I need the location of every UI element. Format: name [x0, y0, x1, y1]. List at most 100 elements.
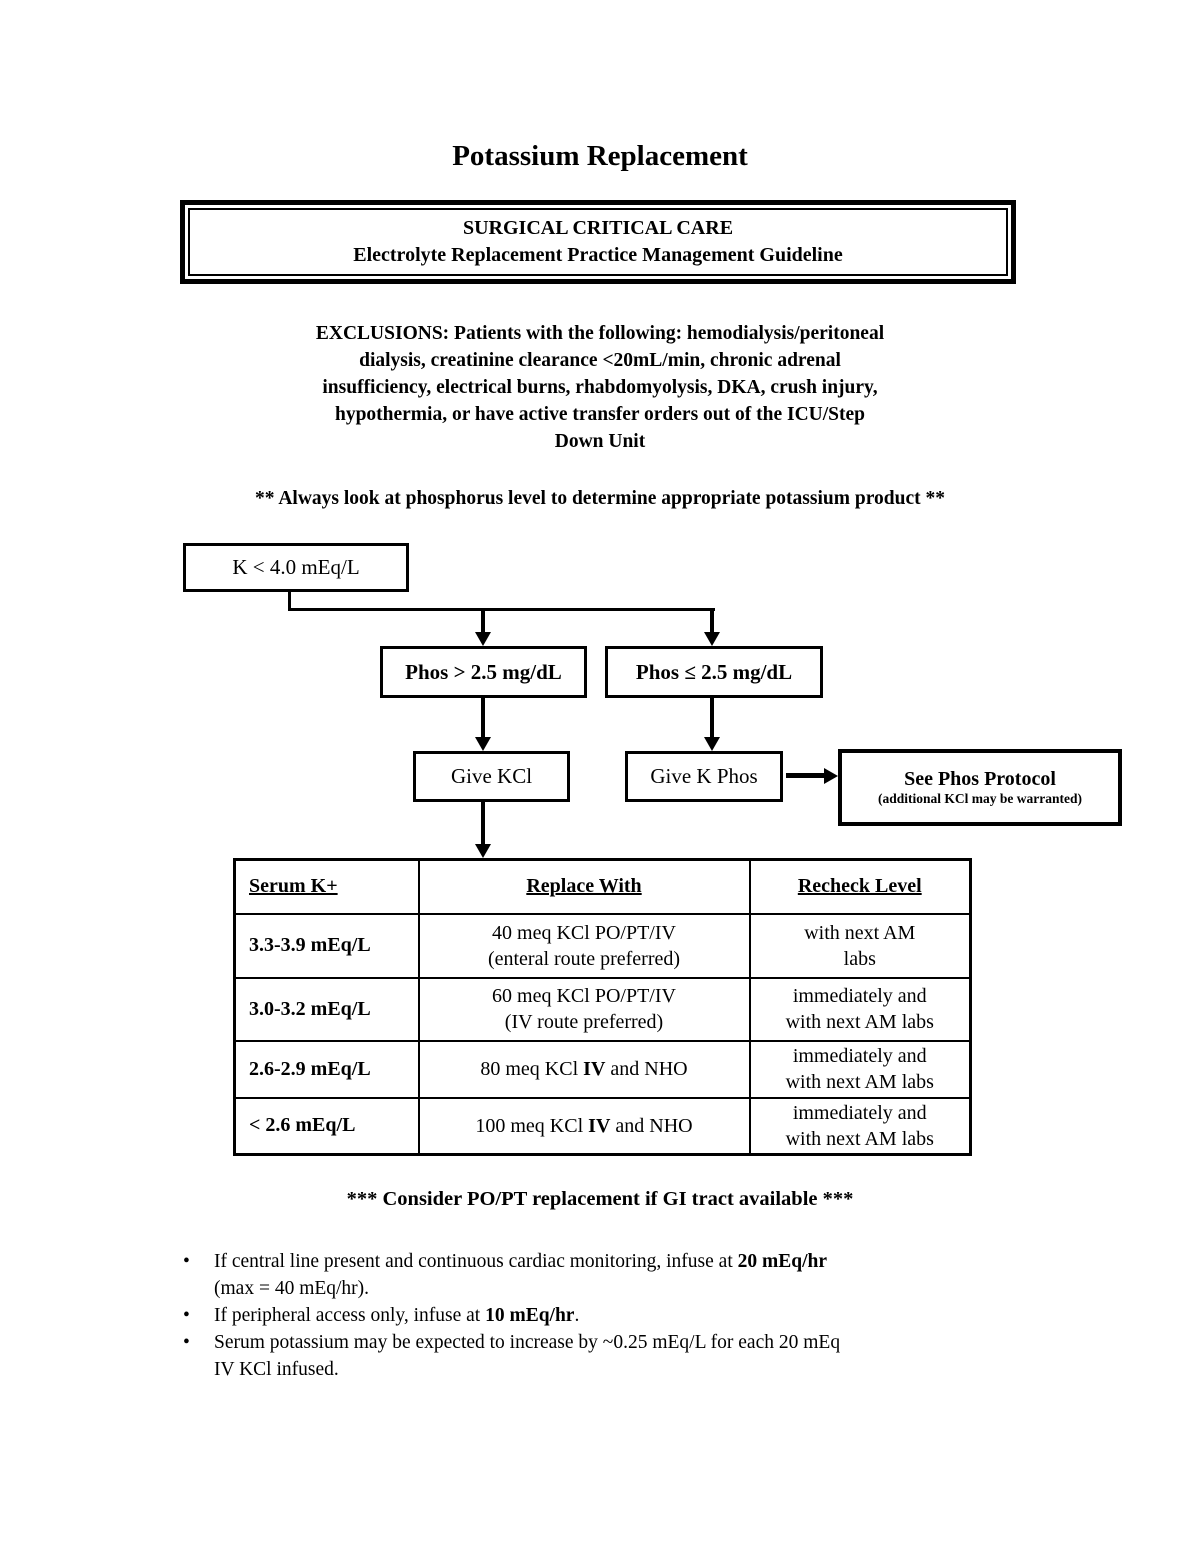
recheck-level-cell: with next AM labs: [748, 912, 972, 979]
bullet-text: If peripheral access only, infuse at 10 …: [214, 1302, 983, 1329]
text: 40 meq KCl PO/PT/IV: [492, 921, 676, 944]
exclusions-line: insufficiency, electrical burns, rhabdom…: [322, 377, 878, 398]
bold-text: IV: [583, 1058, 606, 1080]
recheck-level-cell: immediately and with next AM labs: [748, 976, 972, 1042]
exclusions-line: hypothermia, or have active transfer ord…: [334, 404, 866, 425]
replace-with-cell: 80 meq KCl IV and NHO: [417, 1039, 751, 1099]
bullet-item: • If central line present and continuous …: [183, 1248, 983, 1302]
arrow-shaft: [481, 802, 485, 845]
bullet-line: If central line present and continuous c…: [214, 1248, 983, 1275]
guideline-header-inner: SURGICAL CRITICAL CARE Electrolyte Repla…: [188, 208, 1008, 276]
text: and NHO: [610, 1114, 693, 1137]
recheck-level-cell: immediately and with next AM labs: [748, 1096, 972, 1155]
serum-k-cell: < 2.6 mEq/L: [233, 1096, 420, 1155]
text: IV KCl infused.: [214, 1359, 339, 1380]
text: 60 meq KCl PO/PT/IV: [492, 985, 676, 1007]
text: with next AM labs: [785, 1071, 934, 1093]
exclusions-line: dialysis, creatinine clearance <20mL/min…: [359, 350, 841, 371]
text: labs: [843, 947, 876, 970]
cell-line: with next AM labs: [752, 1126, 969, 1152]
cell-line: with next AM labs: [752, 1009, 969, 1035]
infusion-notes-list: • If central line present and continuous …: [183, 1248, 983, 1383]
bullet-icon: •: [183, 1305, 190, 1326]
text: and NHO: [605, 1058, 688, 1080]
cell-line: with next AM: [752, 920, 969, 946]
arrow-shaft: [786, 773, 826, 778]
arrow-shaft: [710, 610, 714, 633]
phosphorus-note: ** Always look at phosphorus level to de…: [255, 488, 945, 509]
cell-line: immediately and: [752, 1043, 969, 1069]
arrow-down-icon: [475, 737, 491, 751]
page-title: Potassium Replacement: [452, 140, 748, 172]
bullet-item: • If peripheral access only, infuse at 10…: [183, 1302, 983, 1329]
cell-line: immediately and: [752, 1100, 969, 1126]
flowchart-give-kcl-box: Give KCl: [413, 751, 570, 802]
text: immediately and: [792, 985, 927, 1007]
potassium-dosing-table: Serum K+ Replace With Recheck Level 3.3-…: [233, 858, 972, 1156]
bold-text: 10 mEq/hr: [485, 1305, 575, 1326]
cell-line: 60 meq KCl PO/PT/IV: [421, 983, 748, 1009]
arrow-down-icon: [475, 844, 491, 858]
serum-k-cell: 2.6-2.9 mEq/L: [233, 1039, 420, 1099]
bullet-text: If central line present and continuous c…: [214, 1248, 983, 1302]
column-header-replace-with: Replace With: [417, 858, 751, 915]
replace-with-cell: 100 meq KCl IV and NHO: [417, 1096, 751, 1155]
cell-line: (enteral route preferred): [421, 946, 748, 972]
see-phos-title: See Phos Protocol: [904, 768, 1056, 790]
exclusions-paragraph: EXCLUSIONS: Patients with the following:…: [240, 320, 960, 455]
bullet-icon: •: [183, 1251, 190, 1272]
column-header-recheck-level: Recheck Level: [748, 858, 972, 915]
bullet-item: • Serum potassium may be expected to incr…: [183, 1329, 983, 1383]
flowchart-phos-low-box: Phos ≤ 2.5 mg/dL: [605, 646, 823, 698]
bullet-line: Serum potassium may be expected to incre…: [214, 1329, 983, 1356]
cell-line: 100 meq KCl IV and NHO: [421, 1113, 748, 1139]
table-row: 3.3-3.9 mEq/L 40 meq KCl PO/PT/IV (enteral…: [233, 912, 972, 979]
flowchart-k-box: K < 4.0 mEq/L: [183, 543, 409, 592]
connector-line: [288, 608, 715, 611]
see-phos-subtitle: (additional KCl may be warranted): [878, 791, 1082, 806]
text: immediately and: [792, 1045, 927, 1067]
cell-line: immediately and: [752, 983, 969, 1009]
consider-note: *** Consider PO/PT replacement if GI tra…: [346, 1188, 854, 1210]
text: If central line present and continuous c…: [214, 1251, 738, 1272]
serum-k-cell: 3.0-3.2 mEq/L: [233, 976, 420, 1042]
table-header-row: Serum K+ Replace With Recheck Level: [233, 858, 972, 915]
header-line-2: Electrolyte Replacement Practice Managem…: [353, 244, 843, 266]
text: with next AM: [804, 921, 916, 944]
column-header-serum-k: Serum K+: [233, 858, 420, 915]
cell-line: 80 meq KCl IV and NHO: [421, 1056, 748, 1082]
text: immediately and: [792, 1101, 927, 1124]
arrow-right-icon: [824, 768, 838, 784]
exclusions-line: Down Unit: [554, 431, 646, 452]
text: .: [574, 1305, 580, 1326]
guideline-header-box: SURGICAL CRITICAL CARE Electrolyte Repla…: [180, 200, 1016, 284]
text: (max = 40 mEq/hr).: [214, 1278, 370, 1299]
recheck-level-cell: immediately and with next AM labs: [748, 1039, 972, 1099]
arrow-shaft: [710, 698, 714, 738]
bullet-line: If peripheral access only, infuse at 10 …: [214, 1302, 983, 1329]
text: (enteral route preferred): [487, 947, 681, 970]
replace-with-cell: 40 meq KCl PO/PT/IV (enteral route prefer…: [417, 912, 751, 979]
connector-line: [288, 591, 291, 608]
flowchart-phos-high-box: Phos > 2.5 mg/dL: [380, 646, 587, 698]
exclusions-line: EXCLUSIONS: Patients with the following:…: [315, 323, 885, 344]
bullet-line: IV KCl infused.: [214, 1356, 983, 1383]
bold-text: IV: [588, 1114, 611, 1137]
replace-with-cell: 60 meq KCl PO/PT/IV(IV route preferred): [417, 976, 751, 1042]
header-line-1: SURGICAL CRITICAL CARE: [462, 217, 734, 239]
cell-line: (IV route preferred): [421, 1009, 748, 1035]
bullet-text: Serum potassium may be expected to incre…: [214, 1329, 983, 1383]
bullet-icon: •: [183, 1332, 190, 1353]
cell-line: 40 meq KCl PO/PT/IV: [421, 920, 748, 946]
bold-text: 20 mEq/hr: [737, 1251, 828, 1272]
arrow-shaft: [481, 610, 485, 633]
text: with next AM labs: [785, 1011, 934, 1033]
flowchart-see-phos-box: See Phos Protocol (additional KCl may be…: [838, 749, 1122, 826]
serum-k-cell: 3.3-3.9 mEq/L: [233, 912, 420, 979]
arrow-down-icon: [704, 737, 720, 751]
text: with next AM labs: [785, 1127, 934, 1150]
text: 100 meq KCl: [475, 1114, 589, 1137]
